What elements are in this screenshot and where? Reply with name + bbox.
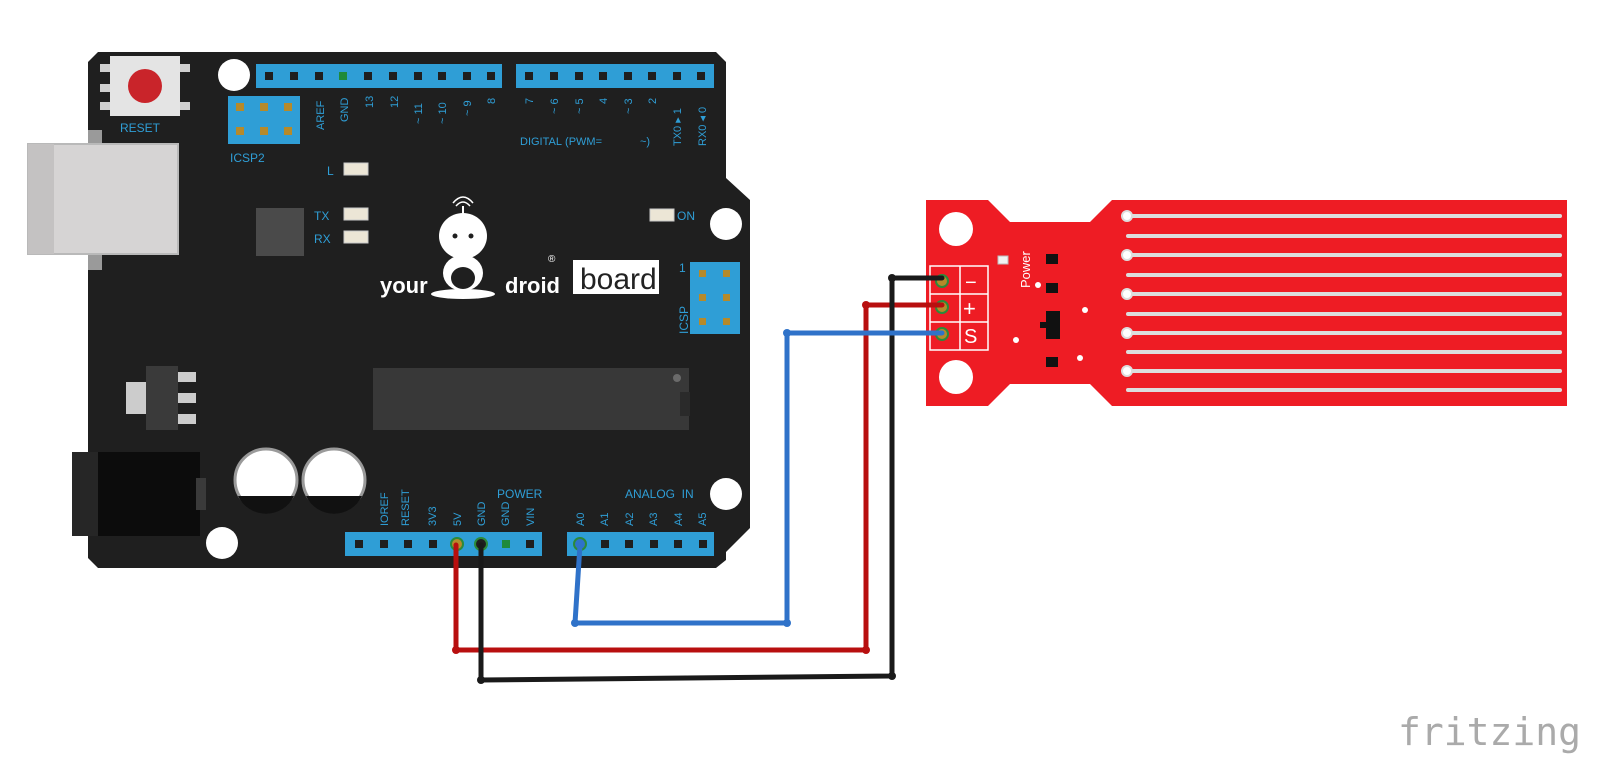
led-l — [343, 162, 369, 176]
microcontroller-chip — [373, 368, 690, 430]
pin-label-4: 4 — [598, 98, 610, 104]
pin-label-gnd: GND — [339, 98, 351, 123]
pin-label-aref: AREF — [315, 100, 327, 130]
fritzing-watermark: fritzing — [1398, 710, 1581, 754]
pin-label-3: ~ 3 — [623, 98, 635, 114]
mounting-hole — [218, 59, 250, 91]
reset-label: RESET — [120, 121, 161, 135]
usb-connector — [27, 130, 179, 270]
capacitor — [233, 447, 299, 514]
pin-label-9: ~ 9 — [462, 100, 474, 116]
pin-label-5: ~ 5 — [574, 98, 586, 114]
pin-label-6: ~ 6 — [549, 98, 561, 114]
mounting-hole — [939, 360, 973, 394]
pin-label-13: 13 — [364, 96, 376, 108]
pin-label-11: ~ 11 — [413, 103, 425, 124]
icsp2-label: ICSP2 — [230, 151, 265, 165]
sensor-traces — [1126, 214, 1562, 392]
sensor-pin-s-label: S — [964, 326, 977, 348]
led-on — [649, 208, 675, 222]
brand-registered: ® — [548, 254, 556, 265]
pin-label-a0: A0 — [575, 513, 587, 526]
pin-label-gnd: GND — [476, 502, 488, 527]
analog-in-label: ANALOG IN — [625, 487, 694, 501]
mounting-hole — [710, 478, 742, 510]
pin-label-3v3: 3V3 — [427, 506, 439, 526]
digital-label: DIGITAL (PWM= — [520, 136, 602, 148]
pin-label-rx0: RX0 ◂ 0 — [697, 107, 709, 146]
icsp2-header — [228, 96, 300, 144]
mounting-hole — [710, 208, 742, 240]
pin-label-a5: A5 — [697, 513, 709, 526]
pin-label-gnd: GND — [500, 502, 512, 527]
power-label: POWER — [497, 487, 543, 501]
board-pcb — [88, 52, 750, 568]
digital-header-right — [516, 64, 714, 88]
water-level-sensor: − + S Power — [926, 200, 1567, 406]
pin-label-12: 12 — [389, 96, 401, 108]
reset-button — [100, 56, 190, 116]
droid-mascot-icon — [431, 196, 495, 299]
analog-header — [567, 532, 714, 556]
icsp-header — [690, 262, 740, 334]
pin-label-2: 2 — [647, 98, 659, 104]
brand-your: your — [380, 273, 428, 298]
led-tx-label: TX — [314, 209, 329, 223]
digital-tilde-label: ~) — [640, 136, 650, 148]
pin-label-a4: A4 — [673, 513, 685, 526]
sensor-pcb — [926, 200, 1567, 406]
pin-label-7: 7 — [524, 98, 536, 104]
sensor-pin-minus-label: − — [965, 272, 977, 294]
pin-label-a1: A1 — [599, 513, 611, 526]
mounting-hole — [939, 212, 973, 246]
voltage-regulator — [126, 366, 196, 430]
power-header — [345, 532, 542, 556]
brand-board: board — [580, 263, 657, 296]
pin-label-ioref: IOREF — [379, 492, 391, 526]
pin-label-8: 8 — [486, 98, 498, 104]
brand-droid: droid — [505, 273, 560, 298]
pin-label-5v: 5V — [452, 512, 464, 526]
pin-label-a3: A3 — [648, 513, 660, 526]
dc-power-jack — [72, 452, 206, 536]
sensor-trace-pads — [1121, 210, 1133, 377]
icsp-pin1-label: 1 — [679, 261, 686, 275]
pin-label-10: ~ 10 — [437, 102, 449, 124]
pin-label-vin: VIN — [525, 508, 537, 526]
led-on-label: ON — [677, 209, 695, 223]
capacitor — [301, 447, 367, 514]
pin-label-tx0: TX0 ▸ 1 — [672, 108, 684, 146]
pin-label-reset: RESET — [400, 489, 412, 526]
usb-chip — [256, 208, 304, 256]
sensor-components — [997, 254, 1088, 367]
digital-header-left — [256, 64, 502, 88]
led-rx-label: RX — [314, 232, 331, 246]
wire-bend-points — [452, 274, 896, 684]
led-l-label: L — [327, 164, 334, 178]
sensor-pin-plus-label: + — [963, 296, 976, 321]
arduino-board: RESET ICSP2 — [27, 52, 750, 568]
mounting-hole — [206, 527, 238, 559]
led-rx — [343, 230, 369, 244]
pin-label-a2: A2 — [624, 513, 636, 526]
sensor-power-label: Power — [1018, 250, 1033, 288]
icsp-label: ICSP — [677, 306, 691, 334]
led-tx — [343, 207, 369, 221]
brand-board-box — [573, 260, 659, 294]
